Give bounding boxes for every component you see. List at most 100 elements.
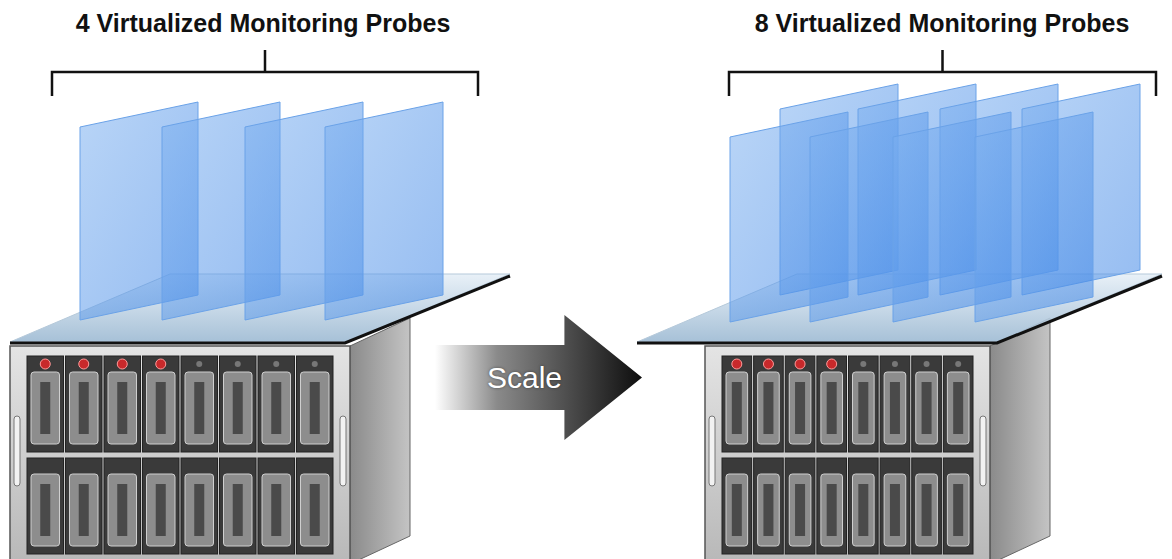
- virtual-probe: [325, 102, 443, 320]
- chassis-handle: [709, 416, 715, 486]
- status-light: [79, 359, 89, 369]
- blade-slot: [795, 484, 805, 536]
- blade: [143, 356, 180, 452]
- status-light: [763, 359, 773, 369]
- bracket-line: [52, 50, 478, 96]
- blade-handle: [31, 474, 60, 546]
- blade-slot: [310, 484, 320, 536]
- blade-slot: [194, 484, 204, 536]
- blade: [220, 356, 257, 452]
- blade-slot: [827, 484, 837, 536]
- bracket: [52, 50, 478, 96]
- blade: [181, 458, 218, 554]
- blade-handle: [147, 474, 176, 546]
- status-light: [156, 359, 166, 369]
- blade: [880, 356, 910, 452]
- blade-slot: [156, 382, 166, 434]
- blade-handle: [947, 474, 969, 546]
- blade-handle: [108, 372, 137, 444]
- chassis-front: [705, 346, 990, 559]
- blade-slot: [922, 382, 932, 434]
- status-light: [312, 361, 318, 367]
- blade-handle: [884, 474, 906, 546]
- blade: [297, 458, 334, 554]
- blade-slot: [953, 484, 963, 536]
- status-light: [860, 361, 866, 367]
- blade-slot: [194, 382, 204, 434]
- chassis-handle: [340, 416, 346, 486]
- status-light: [827, 359, 837, 369]
- status-light: [795, 359, 805, 369]
- blade-handle: [821, 372, 843, 444]
- chassis-front: [10, 346, 350, 559]
- blade-slot: [40, 382, 50, 434]
- arrow-label: Scale: [487, 361, 562, 395]
- blade-handle: [301, 372, 330, 444]
- status-light: [732, 359, 742, 369]
- blade-handle: [262, 474, 291, 546]
- blade: [27, 458, 64, 554]
- blade: [785, 356, 815, 452]
- blade-handle: [31, 372, 60, 444]
- blade-handle: [147, 372, 176, 444]
- blade: [297, 356, 334, 452]
- blade-handle: [185, 474, 214, 546]
- blade-slot: [156, 484, 166, 536]
- blade: [754, 458, 784, 554]
- blade: [849, 458, 879, 554]
- blade-handle: [853, 474, 875, 546]
- status-light: [235, 361, 241, 367]
- status-light: [273, 361, 279, 367]
- status-light: [196, 361, 202, 367]
- bracket: [729, 50, 1156, 96]
- blade-slot: [922, 484, 932, 536]
- blade-slot: [233, 484, 243, 536]
- blade: [66, 356, 103, 452]
- blade: [912, 356, 942, 452]
- status-light: [892, 361, 898, 367]
- arrow-body: [435, 315, 642, 440]
- blade-slot: [795, 382, 805, 434]
- blade: [722, 458, 752, 554]
- blade-slot: [890, 382, 900, 434]
- status-light: [924, 361, 930, 367]
- blade-handle: [726, 474, 748, 546]
- blade-slot: [858, 484, 868, 536]
- status-light: [117, 359, 127, 369]
- blade-handle: [758, 474, 780, 546]
- blade-handle: [224, 372, 253, 444]
- blade: [27, 356, 64, 452]
- blade-slot: [79, 484, 89, 536]
- blade: [220, 458, 257, 554]
- blade-slot: [763, 484, 773, 536]
- blade: [66, 458, 103, 554]
- status-light: [955, 361, 961, 367]
- blade-handle: [821, 474, 843, 546]
- status-light: [40, 359, 50, 369]
- blade-handle: [789, 372, 811, 444]
- blade: [754, 356, 784, 452]
- bracket-line: [729, 50, 1156, 96]
- probe-count-label: 8 Virtualized Monitoring Probes: [755, 8, 1130, 38]
- blade-slot: [117, 484, 127, 536]
- blade: [258, 356, 295, 452]
- probe-count-label: 4 Virtualized Monitoring Probes: [76, 8, 451, 38]
- blade-slot: [271, 382, 281, 434]
- blade-handle: [916, 372, 938, 444]
- blade: [912, 458, 942, 554]
- blade-handle: [916, 474, 938, 546]
- blade: [943, 458, 973, 554]
- blade-handle: [301, 474, 330, 546]
- blade-handle: [70, 372, 99, 444]
- blade-slot: [858, 382, 868, 434]
- blade-slot: [953, 382, 963, 434]
- blade-slot: [890, 484, 900, 536]
- blade-slot: [79, 382, 89, 434]
- blade-slot: [827, 382, 837, 434]
- chassis-handle: [980, 416, 986, 486]
- scale-arrow: Scale: [435, 315, 642, 440]
- blade-slot: [732, 484, 742, 536]
- blade: [722, 356, 752, 452]
